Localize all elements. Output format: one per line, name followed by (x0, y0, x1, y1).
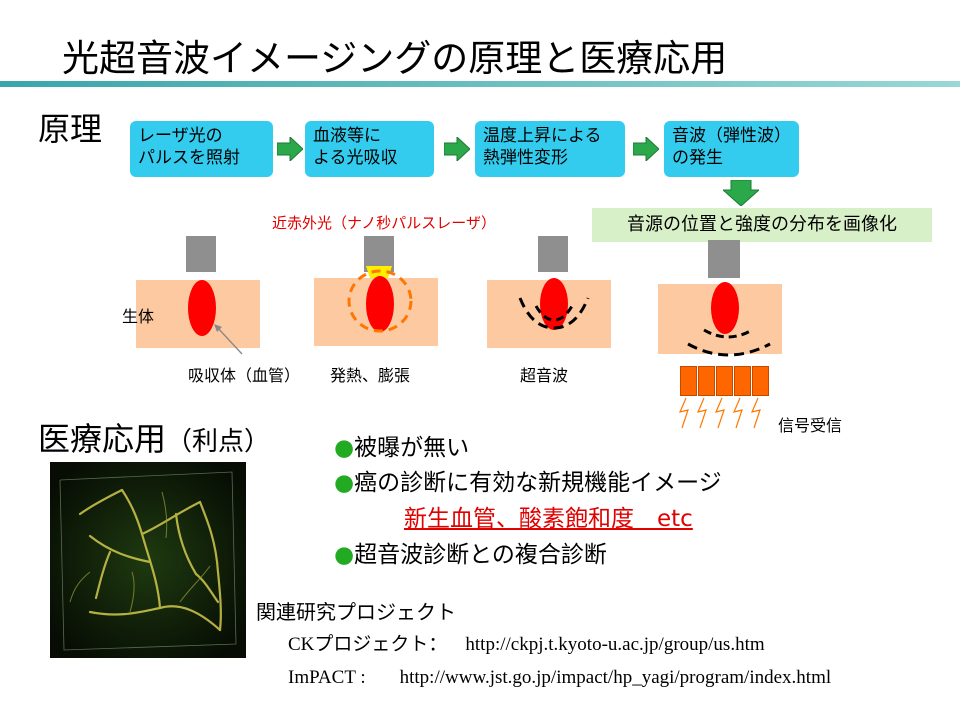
title-divider (0, 81, 960, 87)
heat-label: 発熱、膨張 (330, 366, 411, 385)
step-4-box: 音波（弾性波） の発生 (664, 121, 799, 177)
arrow-right-icon (633, 137, 659, 161)
step-1-line1: レーザ光の (138, 126, 223, 146)
principle-heading: 原理 (38, 110, 103, 148)
transducer-element (716, 366, 733, 396)
absorber (366, 276, 394, 332)
pointer-line-icon (214, 324, 243, 355)
step-1-box: レーザ光の パルスを照射 (130, 121, 273, 177)
step-3-line2: 熱弾性変形 (483, 148, 568, 168)
bullet-item: ●癌の診断に有効な新規機能イメージ (334, 463, 722, 497)
transducer-element (680, 366, 697, 396)
arrow-right-icon (444, 137, 470, 161)
highlight-text: 新生血管、酸素飽和度 etc (404, 506, 693, 532)
step-2-box: 血液等に よる光吸収 (305, 121, 434, 177)
heat-ring-icon (347, 269, 413, 333)
step-3-box: 温度上昇による 熱弾性変形 (475, 121, 625, 177)
bullet-dot-icon: ● (334, 435, 355, 461)
step-4-line1: 音波（弾性波） (672, 126, 791, 146)
sound-wave-icon (687, 328, 771, 357)
reference-name: CKプロジェクト： (288, 634, 448, 655)
bullet-item: ●被曝が無い (334, 428, 469, 462)
laser-probe (708, 240, 740, 278)
absorber-label: 吸収体（血管） (188, 366, 301, 385)
reference-item: CKプロジェクト： http://ckpj.t.kyoto-u.ac.jp/gro… (288, 629, 765, 656)
medical-heading-sub: （利点） (166, 427, 271, 457)
step-2-line2: よる光吸収 (313, 148, 398, 168)
bullet-text: 超音波診断との複合診断 (354, 542, 607, 568)
sound-wave-icon (518, 297, 590, 330)
ultrasound-label: 超音波 (520, 366, 569, 385)
step-2-line1: 血液等に (313, 126, 381, 146)
laser-probe (538, 236, 568, 272)
step-4-line2: の発生 (672, 148, 723, 168)
medical-heading: 医療応用（利点） (38, 414, 270, 460)
step-3-line1: 温度上昇による (483, 126, 602, 146)
reference-url[interactable]: http://ckpj.t.kyoto-u.ac.jp/group/us.htm (465, 634, 765, 655)
step-1-line2: パルスを照射 (138, 148, 240, 168)
laser-probe (186, 236, 216, 272)
medical-heading-main: 医療応用 (38, 420, 167, 458)
transducer-element (752, 366, 769, 396)
bullet-text: 被曝が無い (354, 435, 470, 461)
signal-arrows-icon (678, 397, 761, 429)
transducer-element (698, 366, 715, 396)
receive-label: 信号受信 (778, 416, 843, 435)
bullet-item: ●超音波診断との複合診断 (334, 535, 607, 569)
absorber (711, 282, 739, 334)
reference-name: ImPACT : (288, 667, 366, 688)
arrow-right-icon (277, 137, 303, 161)
arrow-down-icon (723, 180, 759, 206)
reference-url[interactable]: http://www.jst.go.jp/impact/hp_yagi/prog… (399, 667, 832, 688)
bullet-dot-icon: ● (334, 470, 355, 496)
page-title: 光超音波イメージングの原理と医療応用 (62, 37, 728, 80)
laser-label: 近赤外光（ナノ秒パルスレーザ） (272, 214, 496, 232)
photoacoustic-image (50, 462, 246, 658)
bullet-dot-icon: ● (334, 542, 355, 568)
reference-item: ImPACT : http://www.jst.go.jp/impact/hp_y… (288, 667, 831, 689)
references-heading: 関連研究プロジェクト (256, 600, 456, 624)
transducer-element (734, 366, 751, 396)
bullet-text: 癌の診断に有効な新規機能イメージ (354, 470, 722, 496)
imaging-box: 音源の位置と強度の分布を画像化 (592, 208, 932, 242)
absorber (540, 278, 568, 330)
absorber (188, 280, 216, 336)
body-label: 生体 (122, 307, 155, 326)
